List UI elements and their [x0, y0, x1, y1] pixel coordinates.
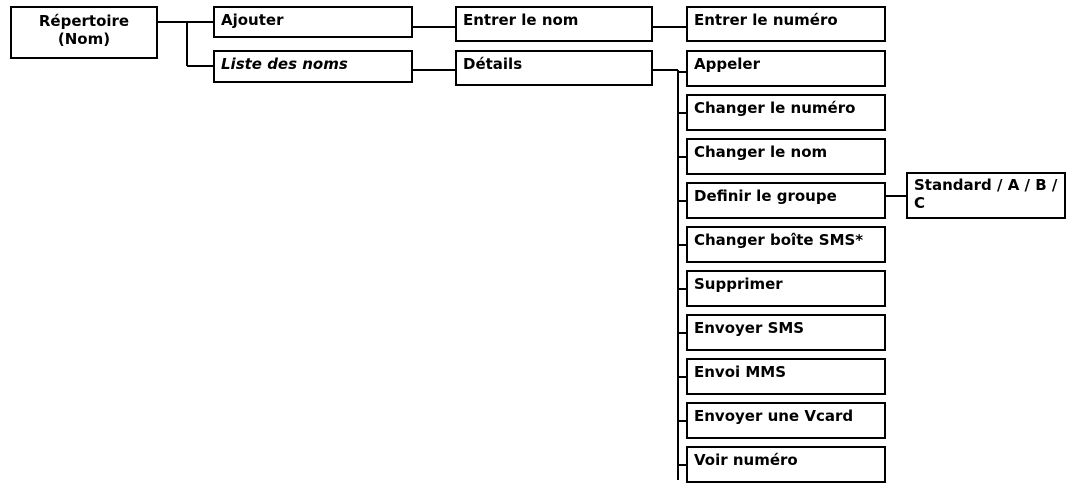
menu-node-liste-des-noms[interactable]: Liste des noms [213, 50, 413, 83]
menu-node-entrer-le-numero[interactable]: Entrer le numéro [686, 6, 886, 42]
menu-node-ajouter[interactable]: Ajouter [213, 6, 413, 38]
menu-node-appeler-label: Appeler [694, 55, 760, 73]
menu-node-group-options-label: Standard / A / B / C [914, 176, 1058, 212]
menu-node-voir-numero[interactable]: Voir numéro [686, 446, 886, 483]
menu-node-changer-numero-label: Changer le numéro [694, 99, 856, 117]
menu-node-changer-le-numero[interactable]: Changer le numéro [686, 94, 886, 131]
menu-node-envoyer-sms[interactable]: Envoyer SMS [686, 314, 886, 351]
menu-node-entrer-numero-label: Entrer le numéro [694, 11, 838, 29]
root-node-label: Répertoire (Nom) [38, 12, 130, 48]
menu-node-ajouter-label: Ajouter [221, 11, 284, 29]
menu-node-vcard-label: Envoyer une Vcard [694, 407, 854, 425]
menu-node-definir-le-groupe[interactable]: Definir le groupe [686, 182, 886, 219]
menu-node-details-label: Détails [463, 55, 523, 73]
menu-node-supprimer[interactable]: Supprimer [686, 270, 886, 307]
menu-node-entrer-nom-label: Entrer le nom [463, 11, 579, 29]
root-node-repertoire[interactable]: Répertoire (Nom) [10, 6, 158, 59]
menu-node-supprimer-label: Supprimer [694, 275, 783, 293]
menu-node-entrer-le-nom[interactable]: Entrer le nom [455, 6, 653, 42]
menu-node-envoyer-une-vcard[interactable]: Envoyer une Vcard [686, 402, 886, 439]
menu-node-envoi-mms-label: Envoi MMS [694, 363, 787, 381]
menu-node-envoyer-sms-label: Envoyer SMS [694, 319, 805, 337]
menu-node-changer-nom-label: Changer le nom [694, 143, 828, 161]
menu-node-voir-numero-label: Voir numéro [694, 451, 798, 469]
menu-node-definir-groupe-label: Definir le groupe [694, 187, 837, 205]
menu-node-group-options[interactable]: Standard / A / B / C [906, 172, 1066, 219]
menu-node-changer-le-nom[interactable]: Changer le nom [686, 138, 886, 175]
menu-node-appeler[interactable]: Appeler [686, 50, 886, 87]
menu-node-envoi-mms[interactable]: Envoi MMS [686, 358, 886, 395]
menu-node-details[interactable]: Détails [455, 50, 653, 86]
menu-node-changer-boite-sms[interactable]: Changer boîte SMS* [686, 226, 886, 263]
menu-node-liste-label: Liste des noms [221, 55, 348, 73]
menu-node-changer-boite-label: Changer boîte SMS* [694, 231, 864, 249]
